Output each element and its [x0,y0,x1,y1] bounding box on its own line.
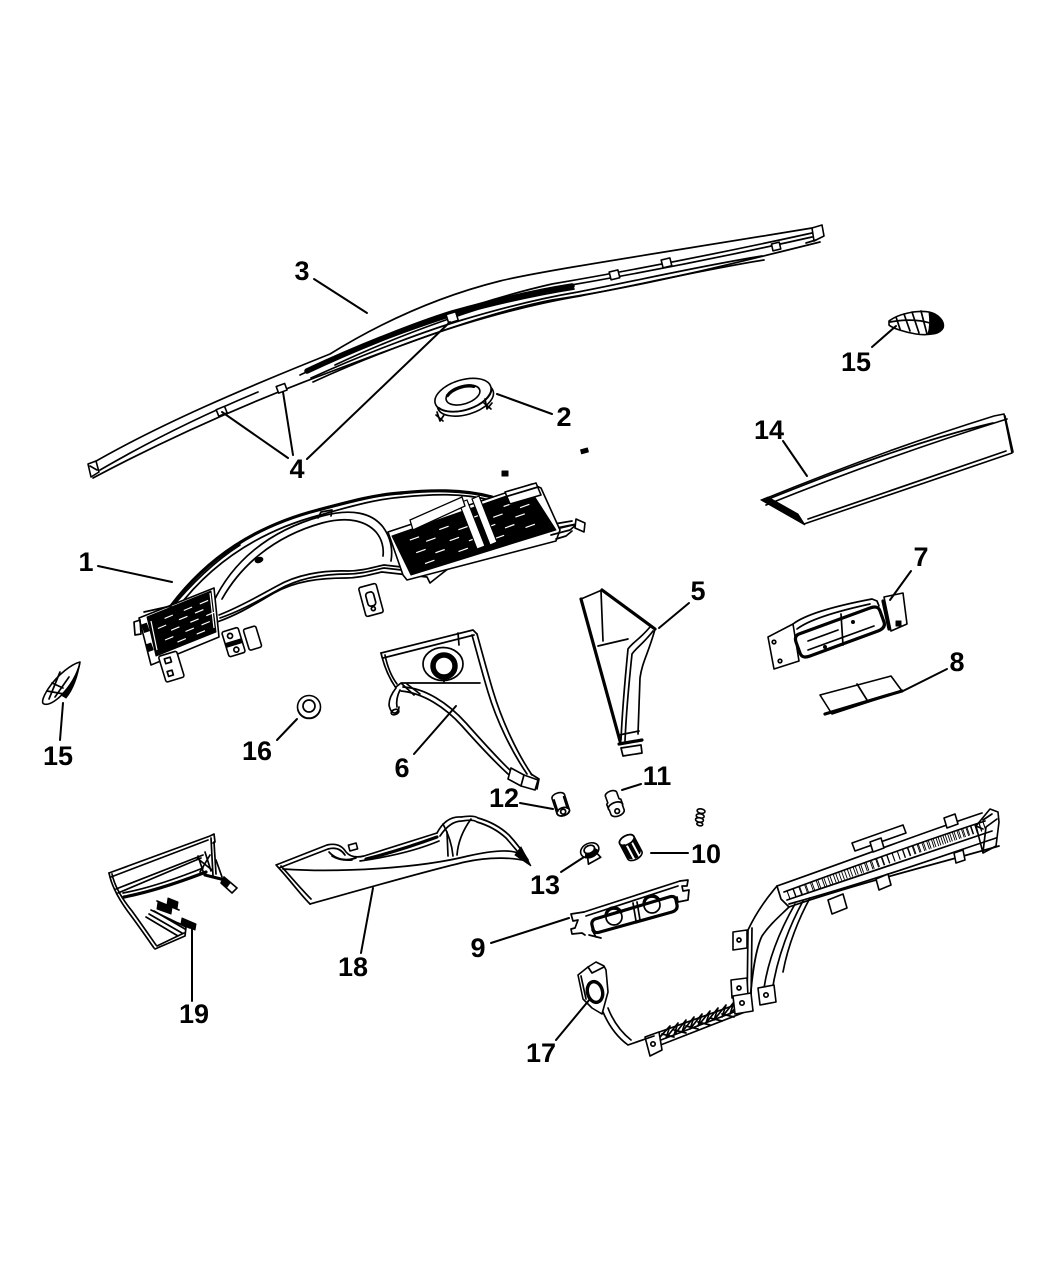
svg-text:6: 6 [394,753,409,783]
svg-text:17: 17 [526,1038,556,1068]
svg-text:13: 13 [530,870,560,900]
svg-text:11: 11 [643,761,672,791]
svg-text:3: 3 [294,256,309,286]
svg-text:5: 5 [690,576,705,606]
svg-text:14: 14 [754,415,784,445]
svg-text:7: 7 [913,542,928,572]
svg-text:4: 4 [289,454,304,484]
svg-text:9: 9 [470,933,485,963]
svg-text:12: 12 [489,783,519,813]
svg-text:8: 8 [949,647,964,677]
svg-text:16: 16 [242,736,272,766]
svg-text:19: 19 [179,999,209,1029]
svg-text:15: 15 [841,347,871,377]
svg-text:10: 10 [691,839,721,869]
svg-text:15: 15 [43,741,73,771]
svg-text:18: 18 [338,952,368,982]
svg-text:2: 2 [556,402,571,432]
svg-text:1: 1 [78,547,93,577]
